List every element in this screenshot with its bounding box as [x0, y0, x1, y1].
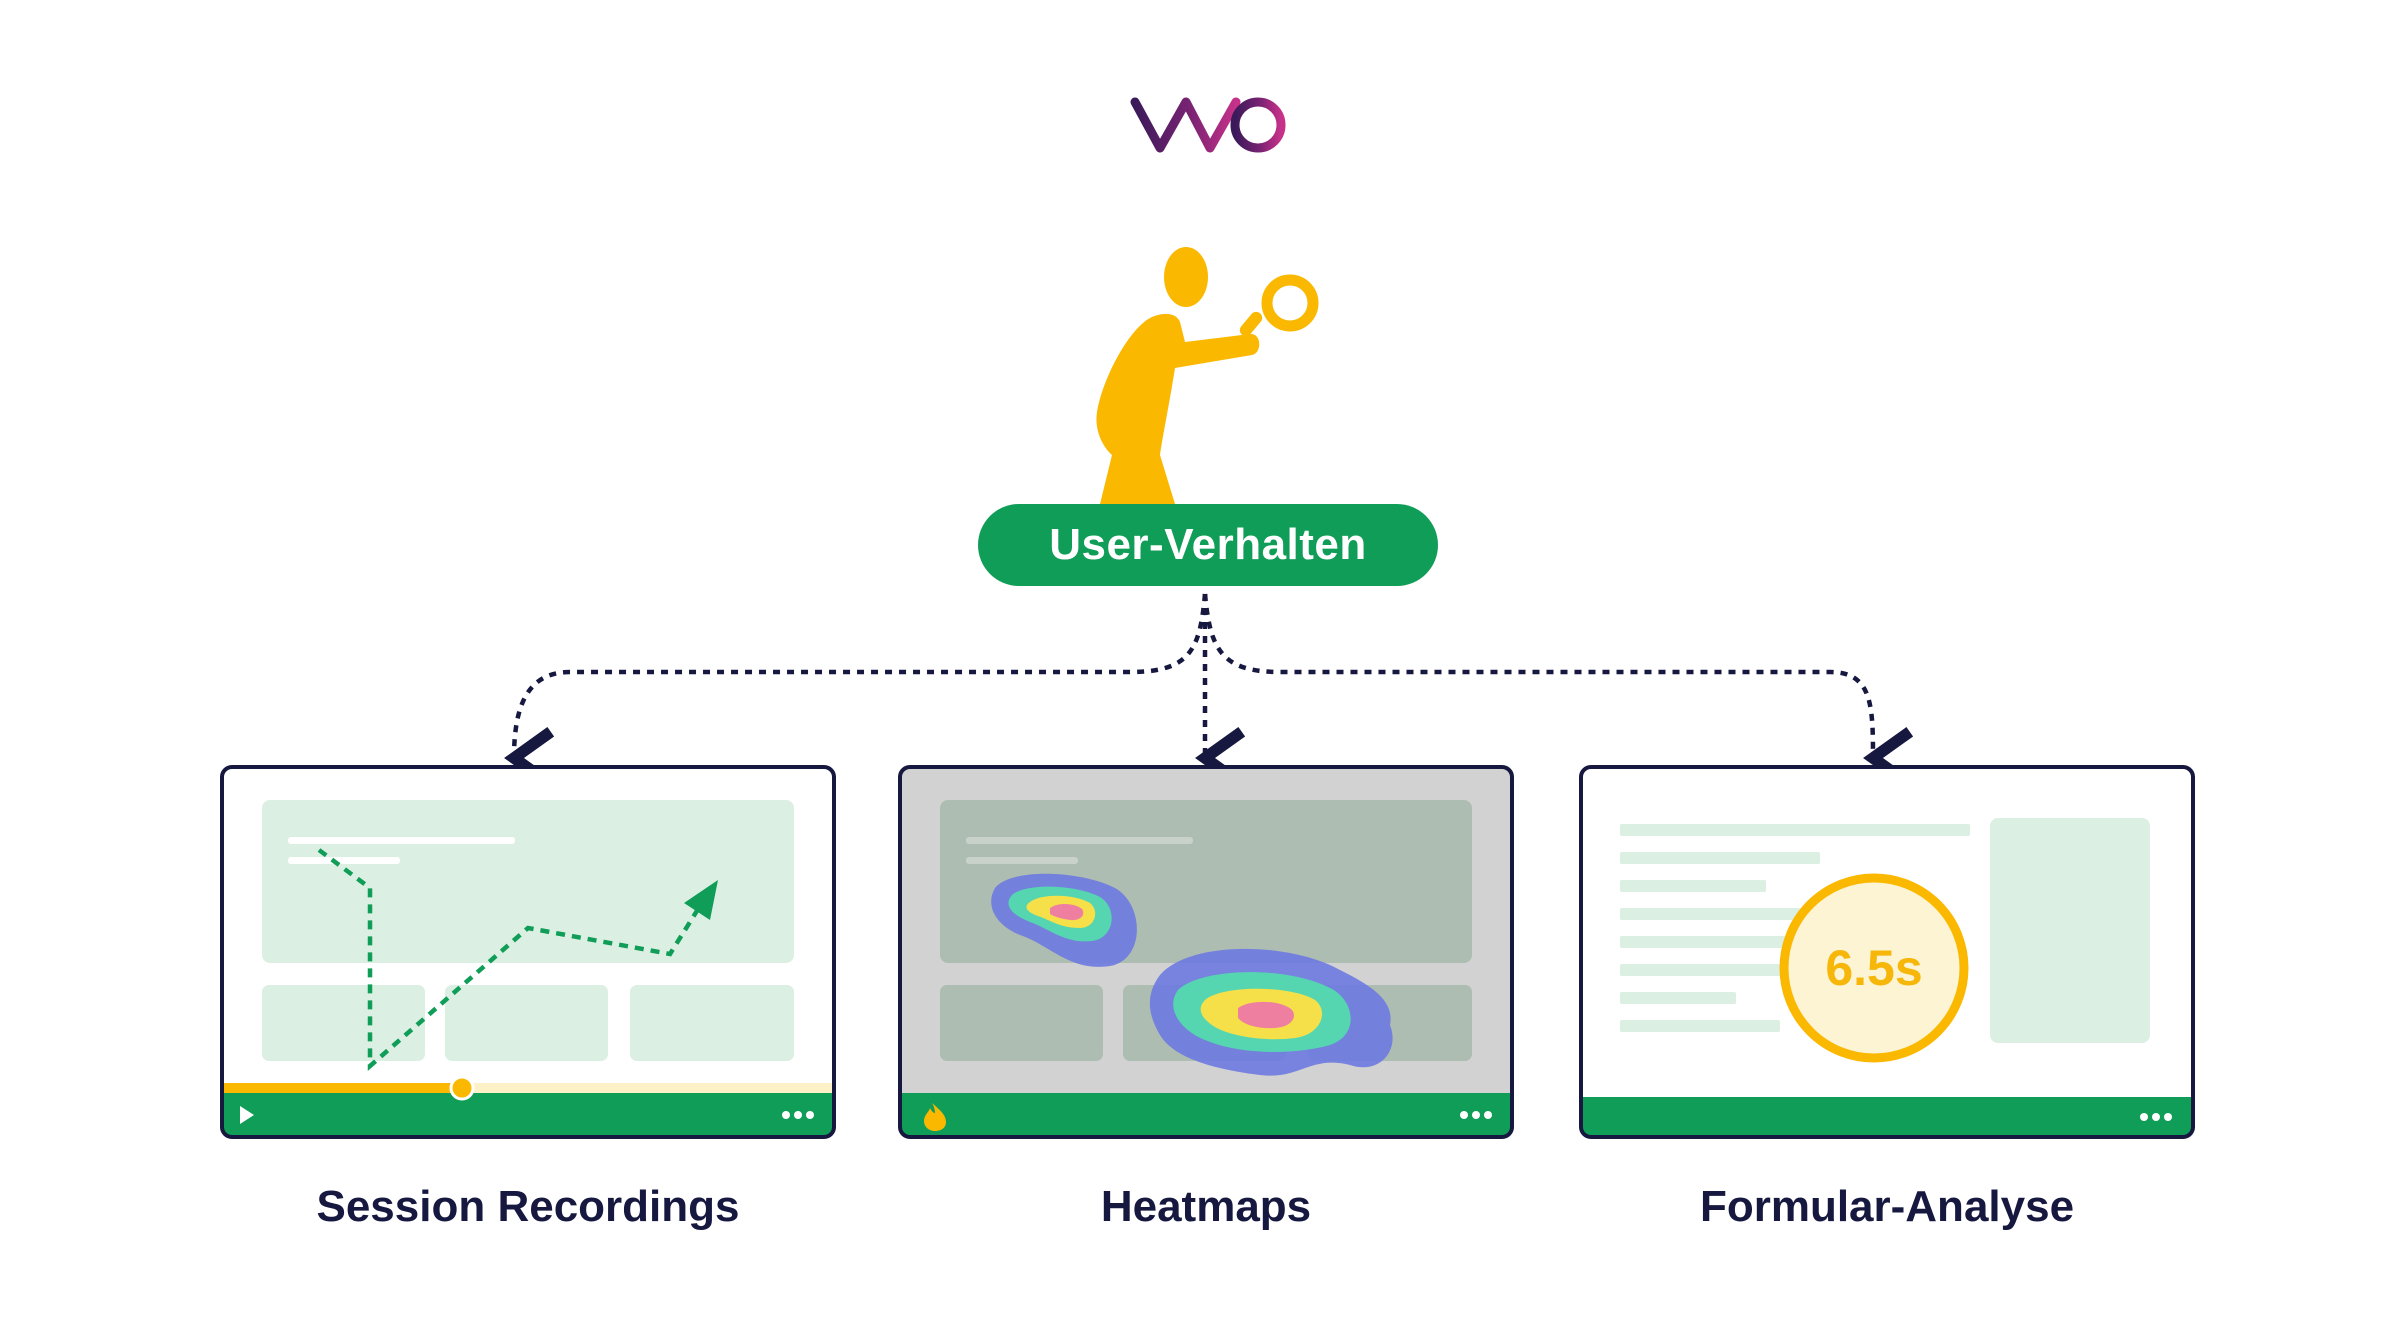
- progress-track: [222, 1083, 834, 1093]
- cursor-path: [317, 848, 702, 1071]
- label-form-analysis: Formular-Analyse: [1699, 1182, 2075, 1231]
- heatmap-blob-small: [991, 873, 1137, 967]
- timer-value: 6.5s: [1825, 940, 1923, 996]
- placeholder-text-line: [288, 837, 515, 844]
- user-behavior-label: User-Verhalten: [1049, 520, 1367, 569]
- cursor-arrow-head: [684, 880, 718, 920]
- placeholder-text-line: [966, 857, 1078, 864]
- more-dots-icon[interactable]: [1460, 1111, 1492, 1119]
- progress-handle[interactable]: [449, 1075, 475, 1101]
- placeholder-tile: [262, 985, 425, 1061]
- more-dots-icon[interactable]: [2140, 1113, 2172, 1121]
- placeholder-text-line: [966, 837, 1193, 844]
- player-footer: [222, 1093, 834, 1137]
- progress-fill: [222, 1083, 462, 1093]
- placeholder-text-line: [1620, 824, 1970, 836]
- heatmap-blob-large: [1149, 948, 1393, 1076]
- timer-circle: [1779, 873, 1969, 1063]
- more-dots-icon[interactable]: [782, 1111, 814, 1119]
- placeholder-tile: [445, 985, 608, 1061]
- placeholder-text-line: [1620, 964, 1800, 976]
- connector-left: [504, 593, 1208, 789]
- dotted-connectors: [504, 593, 1914, 789]
- placeholder-text-line: [1620, 936, 1800, 948]
- placeholder-text-line: [1620, 908, 1800, 920]
- card-session-recordings: [220, 765, 836, 1139]
- player-footer: [900, 1093, 1512, 1137]
- placeholder-text-line: [288, 857, 400, 864]
- vwo-logo: [1130, 97, 1286, 153]
- flame-icon[interactable]: [924, 1103, 946, 1131]
- connector-right: [1202, 593, 1914, 789]
- play-icon[interactable]: [240, 1106, 254, 1124]
- footer-bar: [1581, 1097, 2193, 1137]
- card-form-analysis: [1579, 765, 2195, 1139]
- label-session-recordings: Session Recordings: [316, 1182, 740, 1231]
- placeholder-text-line: [1620, 852, 1820, 864]
- placeholder-text-line: [1620, 880, 1766, 892]
- placeholder-side-panel: [1990, 818, 2150, 1043]
- placeholder-tile: [630, 985, 794, 1061]
- card-heatmaps: [898, 765, 1514, 1139]
- placeholder-hero-block: [262, 800, 794, 963]
- placeholder-text-line: [1620, 992, 1736, 1004]
- placeholder-text-line: [1620, 1020, 1780, 1032]
- user-behavior-pill: [978, 504, 1438, 586]
- person-with-magnifier-icon: [1096, 247, 1319, 504]
- placeholder-tile: [940, 985, 1103, 1061]
- label-heatmaps: Heatmaps: [1100, 1182, 1312, 1231]
